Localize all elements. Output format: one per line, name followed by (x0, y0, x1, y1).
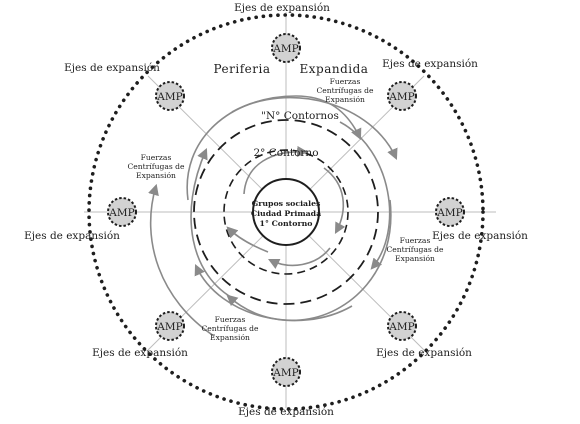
svg-text:Fuerzas: Fuerzas (330, 77, 361, 86)
svg-text:Centrífugas de: Centrífugas de (386, 245, 444, 254)
axis-label-bottom-left: Ejes de expansión (92, 347, 188, 359)
amp-label: AMP (388, 91, 414, 103)
core-label-grupos: Grupos sociales (252, 199, 321, 208)
zone-label-periferia: Periferia (214, 62, 271, 76)
svg-text:Fuerzas: Fuerzas (400, 236, 431, 245)
amp-label: AMP (272, 367, 298, 379)
forces-label-left: Fuerzas Centrífugas de Expansión (127, 153, 185, 180)
svg-text:Fuerzas: Fuerzas (215, 315, 246, 324)
swirl-arrow-outer-left (148, 183, 215, 337)
svg-text:Centrífugas de: Centrífugas de (127, 162, 185, 171)
outer-boundary-ring (87, 13, 485, 411)
svg-text:Expansión: Expansión (395, 254, 435, 263)
swirl-arrow-inner-top (243, 145, 309, 195)
swirl-arrow-bottom-right (226, 199, 392, 322)
amp-label: AMP (272, 43, 298, 55)
axis-label-bottom-right: Ejes de expansión (376, 347, 472, 359)
amp-node-bottom: AMP (271, 357, 301, 387)
swirl-arrow-inner-bottom (267, 247, 331, 270)
amp-label: AMP (156, 91, 182, 103)
amp-node-top-right: AMP (387, 81, 417, 111)
amp-label: AMP (436, 207, 462, 219)
core-circle (252, 178, 320, 246)
core-label-ciudad: Ciudad Primada (251, 209, 321, 218)
amp-node-bottom-left: AMP (155, 311, 185, 341)
zone-label-expandida: Expandida (300, 62, 369, 76)
axis-label-left: Ejes de expansión (24, 230, 120, 242)
amp-nodes: AMP AMP AMP AMP AMP AMP AMP AMP (107, 33, 465, 387)
amp-node-left: AMP (107, 197, 137, 227)
axis-label-right: Ejes de expansión (432, 230, 528, 242)
swirl-arrow-left (190, 147, 237, 301)
axis-label-top-right: Ejes de expansión (382, 58, 478, 70)
svg-text:Fuerzas: Fuerzas (141, 153, 172, 162)
swirl-arrow-top-right (231, 96, 398, 161)
ring-label-n-contornos: "N° Contornos (261, 110, 339, 122)
axis-label-bottom: Ejes de expansión (238, 406, 334, 418)
svg-text:Centrífugas de: Centrífugas de (316, 86, 374, 95)
swirl-arrow-inner-left (226, 226, 269, 253)
swirl-arrow-inner-right (323, 167, 346, 234)
forces-label-bottom-left: Fuerzas Centrífugas de Expansión (201, 315, 259, 342)
second-contour-ring (223, 149, 349, 275)
swirl-arrow-bottom (194, 263, 353, 322)
amp-node-top: AMP (271, 33, 301, 63)
swirl-arrow-right (339, 121, 391, 270)
amp-node-top-left: AMP (155, 81, 185, 111)
svg-text:Expansión: Expansión (325, 95, 365, 104)
amp-label: AMP (108, 207, 134, 219)
forces-label-top-right: Fuerzas Centrífugas de Expansión (316, 77, 374, 104)
amp-label: AMP (156, 321, 182, 333)
forces-label-right: Fuerzas Centrífugas de Expansión (386, 236, 444, 263)
n-contour-ring (193, 119, 379, 305)
amp-node-bottom-right: AMP (387, 311, 417, 341)
axis-label-top-left: Ejes de expansión (64, 62, 160, 74)
axis-labels: Ejes de expansión Ejes de expansión Ejes… (24, 2, 528, 418)
core-label-contorno: 1° Contorno (260, 219, 313, 228)
centrifugal-arrows (148, 95, 398, 337)
core-labels: Grupos sociales Ciudad Primada 1° Contor… (251, 199, 321, 228)
axis-label-top: Ejes de expansión (234, 2, 330, 14)
svg-text:Centrífugas de: Centrífugas de (201, 324, 259, 333)
ring-label-2-contorno: 2° Contorno (253, 147, 318, 159)
amp-node-right: AMP (435, 197, 465, 227)
svg-text:Expansión: Expansión (136, 171, 176, 180)
amp-label: AMP (388, 321, 414, 333)
svg-text:Expansión: Expansión (210, 333, 250, 342)
swirl-arrow-top (186, 95, 362, 201)
